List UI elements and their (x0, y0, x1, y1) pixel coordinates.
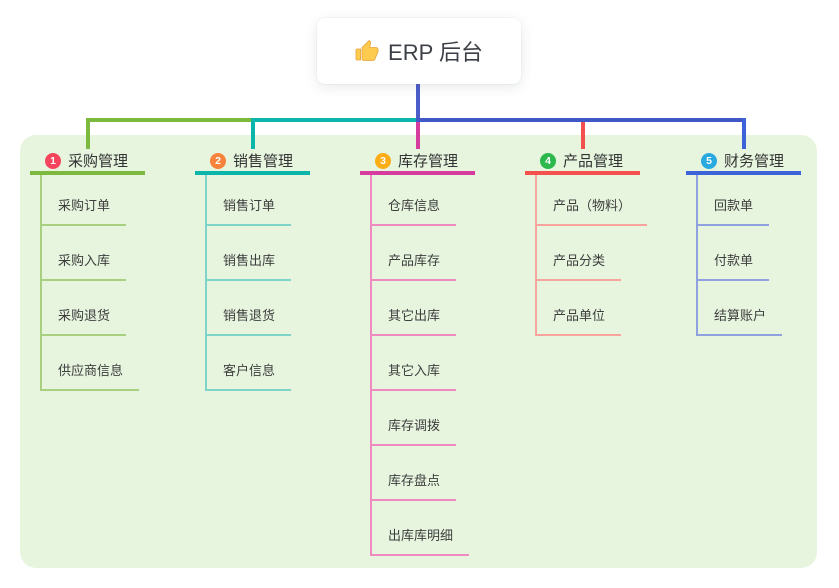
branch-label: 销售管理 (233, 153, 294, 170)
branch-inventory-children: 仓库信息 产品库存 其它出库 其它入库 库存调拨 库存盘点 出库库明细 (370, 175, 475, 556)
child-node-label: 销售出库 (207, 250, 292, 281)
child-node[interactable]: 产品（物料） (537, 175, 648, 226)
child-node-label: 回款单 (698, 195, 770, 226)
child-node[interactable]: 其它入库 (372, 336, 475, 391)
connector-drop-branch5 (742, 118, 746, 149)
connector-horizontal-green (86, 118, 254, 122)
child-node[interactable]: 其它出库 (372, 281, 475, 336)
thumbs-up-icon (355, 39, 379, 61)
branch-sales-node[interactable]: 2 销售管理 (195, 150, 310, 175)
child-node-label: 产品（物料） (537, 195, 648, 226)
child-node-label: 库存调拨 (372, 415, 457, 446)
branch-product-children: 产品（物料） 产品分类 产品单位 (535, 175, 648, 336)
child-node-label: 库存盘点 (372, 470, 457, 501)
branches-background-panel (20, 135, 817, 568)
branch-finance-node[interactable]: 5 财务管理 (686, 150, 801, 175)
child-node-label: 产品库存 (372, 250, 457, 281)
child-node-label: 产品单位 (537, 305, 622, 336)
child-node-label: 销售退货 (207, 305, 292, 336)
child-node[interactable]: 销售出库 (207, 226, 310, 281)
child-node-label: 付款单 (698, 250, 770, 281)
child-node[interactable]: 采购入库 (42, 226, 145, 281)
branch-label: 库存管理 (398, 153, 459, 170)
child-node[interactable]: 采购订单 (42, 175, 145, 226)
branch-number-badge: 4 (540, 152, 556, 169)
child-node[interactable]: 客户信息 (207, 336, 310, 391)
child-node-label: 出库库明细 (372, 525, 470, 556)
branch-finance: 5 财务管理 回款单 付款单 结算账户 (686, 150, 801, 336)
branch-number-badge: 1 (45, 152, 61, 169)
branch-purchase-node[interactable]: 1 采购管理 (30, 150, 145, 175)
child-node[interactable]: 销售退货 (207, 281, 310, 336)
child-node-label: 销售订单 (207, 195, 292, 226)
child-node[interactable]: 产品单位 (537, 281, 640, 336)
child-node-label: 客户信息 (207, 360, 292, 391)
child-node[interactable]: 出库库明细 (372, 501, 475, 556)
child-node[interactable]: 产品库存 (372, 226, 475, 281)
child-node-label: 采购入库 (42, 250, 127, 281)
child-node-label: 采购订单 (42, 195, 127, 226)
branch-product-node[interactable]: 4 产品管理 (525, 150, 640, 175)
child-node-label: 其它入库 (372, 360, 457, 391)
child-node[interactable]: 仓库信息 (372, 175, 475, 226)
branch-product: 4 产品管理 产品（物料） 产品分类 产品单位 (525, 150, 648, 336)
branch-finance-children: 回款单 付款单 结算账户 (696, 175, 801, 336)
child-node[interactable]: 回款单 (698, 175, 801, 226)
child-node-label: 采购退货 (42, 305, 127, 336)
child-node-label: 其它出库 (372, 305, 457, 336)
branch-number-badge: 3 (375, 152, 391, 169)
connector-drop-branch1 (86, 118, 90, 149)
connector-drop-branch4 (581, 122, 585, 149)
branch-purchase: 1 采购管理 采购订单 采购入库 采购退货 供应商信息 (30, 150, 145, 391)
branch-number-badge: 5 (701, 152, 717, 169)
child-node-label: 结算账户 (698, 305, 783, 336)
child-node[interactable]: 销售订单 (207, 175, 310, 226)
child-node-label: 仓库信息 (372, 195, 457, 226)
child-node[interactable]: 供应商信息 (42, 336, 145, 391)
child-node[interactable]: 采购退货 (42, 281, 145, 336)
child-node[interactable]: 付款单 (698, 226, 801, 281)
branch-label: 产品管理 (563, 153, 624, 170)
connector-drop-branch3 (416, 122, 420, 149)
connector-horizontal-teal (251, 118, 416, 122)
branch-inventory: 3 库存管理 仓库信息 产品库存 其它出库 其它入库 库存调拨 库存盘点 出库库… (360, 150, 475, 556)
connector-horizontal-blue (416, 118, 746, 122)
root-node-erp[interactable]: ERP 后台 (317, 18, 521, 84)
branch-purchase-children: 采购订单 采购入库 采购退货 供应商信息 (40, 175, 145, 391)
branch-sales-children: 销售订单 销售出库 销售退货 客户信息 (205, 175, 310, 391)
branch-inventory-node[interactable]: 3 库存管理 (360, 150, 475, 175)
branch-sales: 2 销售管理 销售订单 销售出库 销售退货 客户信息 (195, 150, 310, 391)
child-node[interactable]: 产品分类 (537, 226, 640, 281)
connector-drop-branch2 (251, 118, 255, 149)
child-node-label: 供应商信息 (42, 360, 140, 391)
child-node-label: 产品分类 (537, 250, 622, 281)
child-node[interactable]: 库存盘点 (372, 446, 475, 501)
connector-root-vertical (416, 84, 420, 120)
root-node-label: ERP 后台 (388, 40, 483, 65)
branch-label: 财务管理 (724, 153, 785, 170)
branch-number-badge: 2 (210, 152, 226, 169)
child-node[interactable]: 库存调拨 (372, 391, 475, 446)
child-node[interactable]: 结算账户 (698, 281, 801, 336)
branch-label: 采购管理 (68, 153, 129, 170)
